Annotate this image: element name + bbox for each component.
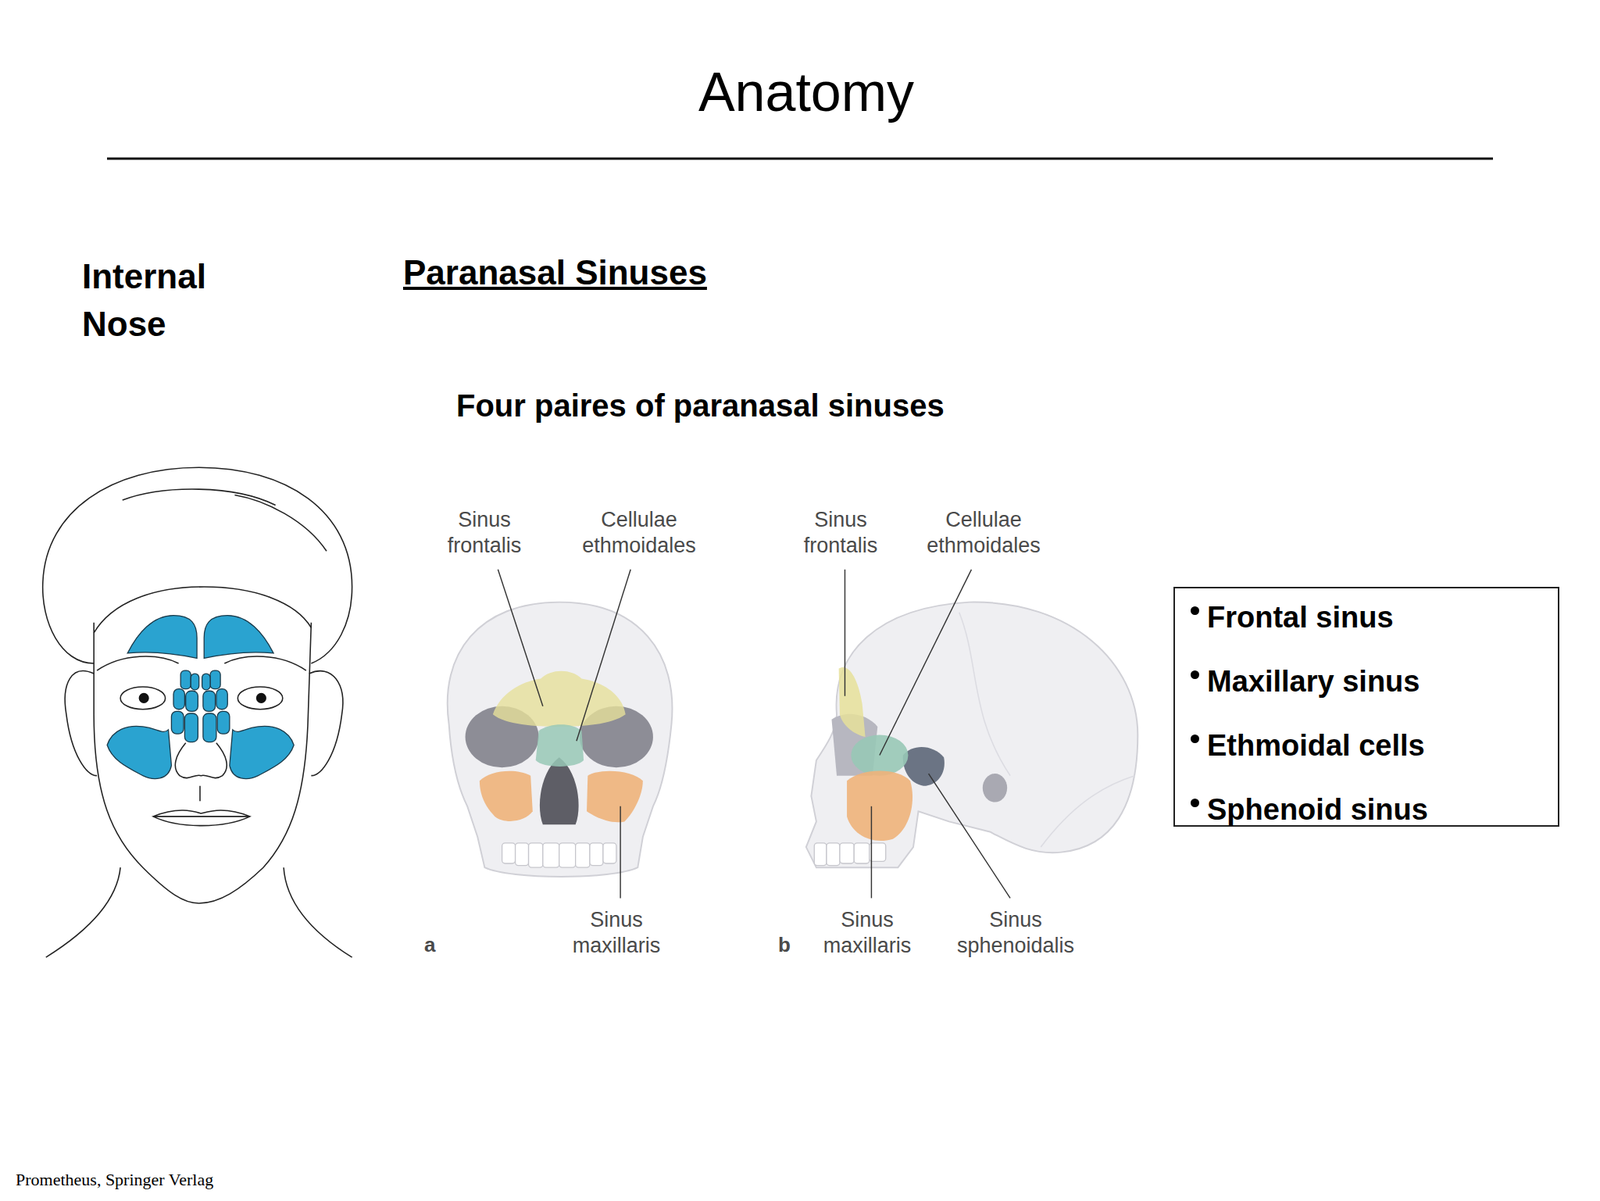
- anatomy-label: Sinus maxillaris: [572, 907, 661, 959]
- ethmoid-highlight: [535, 724, 584, 767]
- frontal-sinus-left: [127, 615, 197, 659]
- skull-outline: [806, 602, 1138, 868]
- ethmoid-cell: [203, 690, 216, 711]
- ethmoid-cell: [202, 673, 211, 690]
- bullet-dot: [1190, 606, 1200, 615]
- frontal-sinus-highlight: [492, 671, 626, 727]
- leader-line: [928, 773, 1011, 898]
- tooth: [839, 842, 854, 864]
- ethmoid-cell: [216, 689, 228, 710]
- left-eye: [120, 686, 165, 710]
- section-heading: Internal Nose: [82, 252, 207, 348]
- tooth: [528, 842, 543, 868]
- tooth: [589, 842, 604, 866]
- tooth: [502, 842, 516, 864]
- title-rule: [107, 157, 1493, 161]
- frontal-sinus-highlight: [839, 667, 866, 737]
- panel-letter: a: [424, 932, 436, 958]
- maxillary-highlight: [586, 771, 643, 823]
- neck-lines: [46, 867, 353, 958]
- tooth: [603, 842, 617, 864]
- anatomy-label: Sinus maxillaris: [823, 907, 912, 959]
- anatomy-label: Cellulae ethmoidales: [582, 507, 697, 559]
- hairline: [93, 586, 311, 633]
- artwork-group: [42, 467, 1139, 958]
- ethmoid-cell: [217, 710, 230, 734]
- frontal-sinus-right: [203, 615, 274, 659]
- teeth: [814, 842, 886, 866]
- maxillary-highlight: [479, 771, 533, 822]
- sinus-projection: [107, 615, 294, 779]
- maxillary-highlight: [846, 770, 913, 840]
- right-pupil: [256, 692, 267, 704]
- ethmoid-cell: [173, 689, 185, 710]
- cranial-suture: [959, 612, 1136, 847]
- tooth: [559, 842, 576, 868]
- ethmoid-cell: [180, 670, 191, 690]
- tooth: [575, 842, 590, 868]
- leader-line: [619, 806, 621, 899]
- leader-line: [497, 569, 543, 707]
- ethmoid-cell: [210, 670, 221, 690]
- skull-frontal: [447, 602, 673, 877]
- left-pupil: [139, 692, 150, 704]
- leader-line: [844, 569, 846, 697]
- hair-strands: [122, 489, 327, 551]
- ethmoid-cell: [190, 673, 199, 690]
- list-row: Sphenoid sinus: [1175, 789, 1558, 829]
- list-row: Frontal sinus: [1175, 597, 1558, 637]
- nasal-cavity: [539, 757, 579, 825]
- tooth: [826, 842, 840, 866]
- leader-line: [871, 806, 872, 899]
- lips: [153, 810, 250, 826]
- left-ear: [64, 671, 97, 776]
- list-row: Ethmoidal cells: [1175, 725, 1558, 765]
- face-outline: [93, 622, 311, 904]
- hair-outline: [42, 467, 353, 664]
- anatomy-label: Sinus frontalis: [447, 507, 522, 559]
- bullet-dot: [1190, 734, 1200, 743]
- ethmoid-cell: [185, 690, 199, 711]
- teeth: [502, 842, 617, 868]
- leader-line: [879, 569, 972, 756]
- slide-subheading: Paranasal Sinuses: [403, 251, 708, 294]
- nose: [175, 742, 227, 779]
- list-item-text: Frontal sinus: [1207, 597, 1394, 637]
- tooth: [814, 842, 827, 866]
- bullet-dot: [1190, 798, 1200, 808]
- tooth: [853, 842, 870, 864]
- anatomy-label: Sinus sphenoidalis: [957, 907, 1075, 959]
- tooth: [542, 842, 560, 868]
- right-eye: [237, 686, 283, 710]
- maxillary-sinus-left: [107, 725, 172, 779]
- anatomy-label: Cellulae ethmoidales: [926, 507, 1041, 559]
- bullet-dot: [1190, 670, 1200, 679]
- slide-title: Anatomy: [698, 60, 915, 124]
- eyebrows: [96, 656, 307, 671]
- philtrum: [199, 785, 201, 802]
- skull-lateral: [806, 602, 1138, 868]
- panel-letter: b: [778, 932, 791, 958]
- list-item-text: Sphenoid sinus: [1207, 789, 1429, 829]
- maxillary-sinus-right: [229, 725, 294, 779]
- list-box: Frontal sinusMaxillary sinusEthmoidal ce…: [1173, 586, 1560, 827]
- leader-lines: [497, 569, 1011, 899]
- ear-opening: [982, 773, 1008, 803]
- list-row: Maxillary sinus: [1175, 661, 1558, 701]
- leader-line: [576, 569, 631, 741]
- ethmoid-cell: [184, 713, 198, 743]
- skull-outline: [447, 602, 673, 877]
- face-drawing: [42, 467, 353, 958]
- ethmoid-cell: [203, 713, 217, 743]
- list-item-text: Maxillary sinus: [1207, 661, 1420, 701]
- right-ear: [309, 671, 343, 776]
- source-credit: Prometheus, Springer Verlag: [15, 1169, 214, 1190]
- tooth: [515, 842, 529, 866]
- list-item-text: Ethmoidal cells: [1207, 725, 1425, 765]
- anatomy-label: Sinus frontalis: [803, 507, 879, 559]
- content-heading: Four paires of paranasal sinuses: [456, 385, 945, 425]
- ethmoid-cell: [171, 710, 184, 734]
